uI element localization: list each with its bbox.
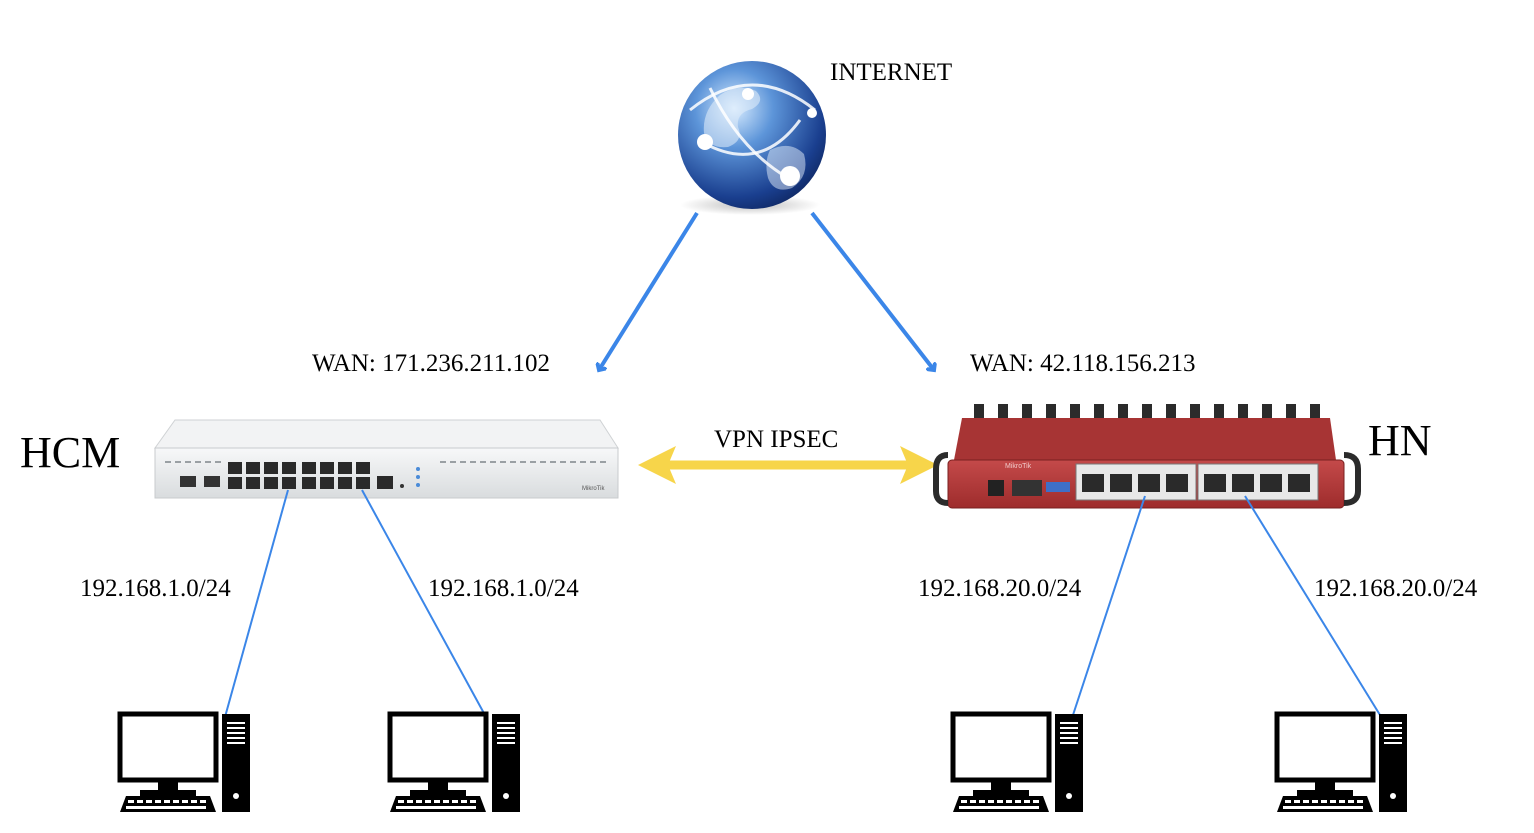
hcm-wan-label: WAN: 171.236.211.102 bbox=[312, 350, 550, 377]
wan-link-hn bbox=[810, 211, 934, 370]
hn-device-brand: MikroTik bbox=[1005, 463, 1032, 470]
hn-lan-link-right bbox=[1244, 495, 1381, 716]
hn-lan-link-left bbox=[1072, 495, 1146, 716]
pc-icon bbox=[390, 714, 520, 812]
hcm-lan-link-right bbox=[361, 489, 487, 718]
hcm-router: MikroTik bbox=[154, 419, 619, 499]
globe-icon bbox=[678, 61, 826, 209]
hcm-lan-label-left: 192.168.1.0/24 bbox=[80, 575, 231, 602]
hcm-lan-link-left bbox=[224, 489, 289, 718]
vpn-label: VPN IPSEC bbox=[714, 426, 838, 453]
hn-router: MikroTik bbox=[933, 404, 1361, 509]
pc-icon bbox=[1277, 714, 1407, 812]
vpn-tunnel-arrow bbox=[638, 446, 938, 484]
hn-site-label: HN bbox=[1368, 416, 1432, 465]
hn-lan-label-left: 192.168.20.0/24 bbox=[918, 575, 1082, 602]
hcm-site-label: HCM bbox=[20, 428, 120, 477]
pc-icon bbox=[953, 714, 1083, 812]
pc-icon bbox=[117, 711, 250, 812]
hcm-lan-label-right: 192.168.1.0/24 bbox=[428, 575, 579, 602]
hn-lan-label-right: 192.168.20.0/24 bbox=[1314, 575, 1478, 602]
hn-wan-label: WAN: 42.118.156.213 bbox=[970, 350, 1195, 377]
internet-globe bbox=[678, 61, 826, 215]
hcm-device-brand: MikroTik bbox=[582, 486, 605, 492]
internet-label: INTERNET bbox=[830, 59, 952, 86]
wan-link-hcm bbox=[599, 211, 699, 370]
